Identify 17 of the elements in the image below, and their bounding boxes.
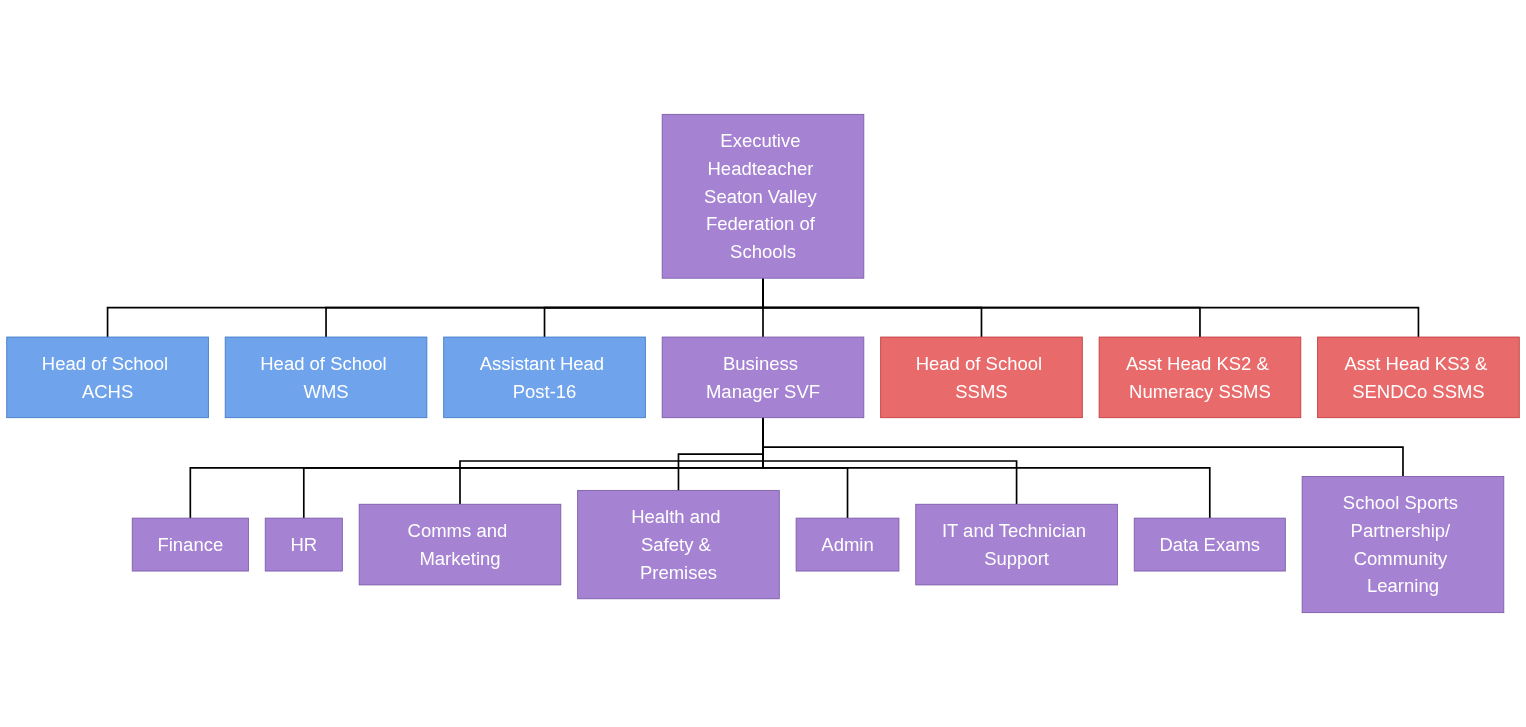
node-box: Head of School ACHS	[6, 336, 209, 419]
node-box: Assistant Head Post-16	[443, 336, 646, 419]
node-box: Finance	[131, 517, 249, 572]
connector	[762, 277, 1420, 338]
node-box: Executive Headteacher Seaton Valley Federation of Schools	[661, 113, 865, 279]
node-box: HR	[264, 517, 343, 572]
node-box: Head of School WMS	[224, 336, 428, 419]
node-box: Admin	[795, 517, 900, 572]
node-box: Data Exams	[1133, 517, 1286, 572]
node-box: Health and Safety & Premises	[577, 489, 780, 600]
node-box: Asst Head KS3 & SENDCo SSMS	[1317, 336, 1520, 419]
node-box: IT and Technician Support	[915, 503, 1118, 586]
node-box: Comms and Marketing	[358, 503, 562, 586]
node-box: Asst Head KS2 & Numeracy SSMS	[1098, 336, 1302, 419]
node-box: Business Manager SVF	[661, 336, 865, 419]
node-box: School Sports Partnership/ Community Learning	[1301, 476, 1505, 614]
node-box: Head of School SSMS	[880, 336, 1083, 419]
